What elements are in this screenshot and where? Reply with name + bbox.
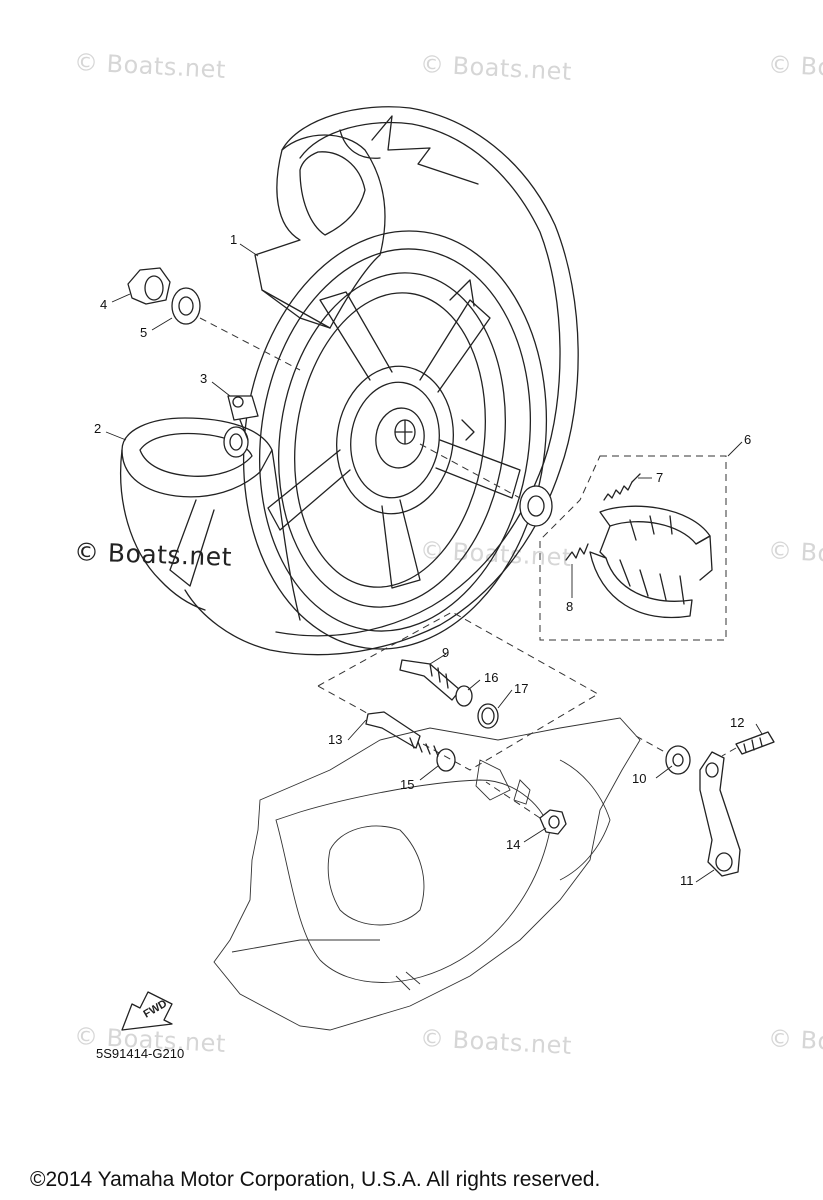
brake-camshaft-parts xyxy=(399,659,499,729)
callout-8: 8 xyxy=(566,599,574,614)
brake-camshaft-group-box xyxy=(316,611,599,771)
cam-shaft-and-oring xyxy=(365,711,456,772)
engine-case-outline xyxy=(213,717,673,1031)
drain-bolt xyxy=(485,781,567,835)
callout-16: 16 xyxy=(484,670,499,685)
brake-arm-parts xyxy=(665,731,775,877)
copyright-notice: ©2014 Yamaha Motor Corporation, U.S.A. A… xyxy=(30,1168,601,1191)
callout-7: 7 xyxy=(656,470,664,485)
callout-12: 12 xyxy=(730,715,745,730)
wheel-cutaway-drawing xyxy=(119,395,301,621)
callout-1: 1 xyxy=(230,232,238,247)
axle-nut-and-washer xyxy=(127,267,301,371)
callout-11: 11 xyxy=(680,873,694,888)
callout-17: 17 xyxy=(514,681,529,696)
hub-spacer-washer xyxy=(419,443,553,527)
callout-14: 14 xyxy=(506,837,521,852)
callout-leader-lines xyxy=(105,243,763,883)
forward-direction-arrow: FWD xyxy=(121,991,173,1031)
callout-6: 6 xyxy=(744,432,752,447)
rear-wheel-drawing xyxy=(184,106,579,656)
brake-shoe-kit-box xyxy=(539,455,727,641)
callout-5: 5 xyxy=(140,325,148,340)
diagram-code: 5S91414-G210 xyxy=(96,1046,185,1061)
callout-2: 2 xyxy=(94,421,102,436)
callout-9: 9 xyxy=(442,645,450,660)
callout-10: 10 xyxy=(632,771,647,786)
callout-4: 4 xyxy=(100,297,108,312)
callout-3: 3 xyxy=(200,371,208,386)
callout-15: 15 xyxy=(400,777,415,792)
callout-13: 13 xyxy=(328,732,343,747)
watermark-mid-left: © Boats.net xyxy=(73,537,233,572)
